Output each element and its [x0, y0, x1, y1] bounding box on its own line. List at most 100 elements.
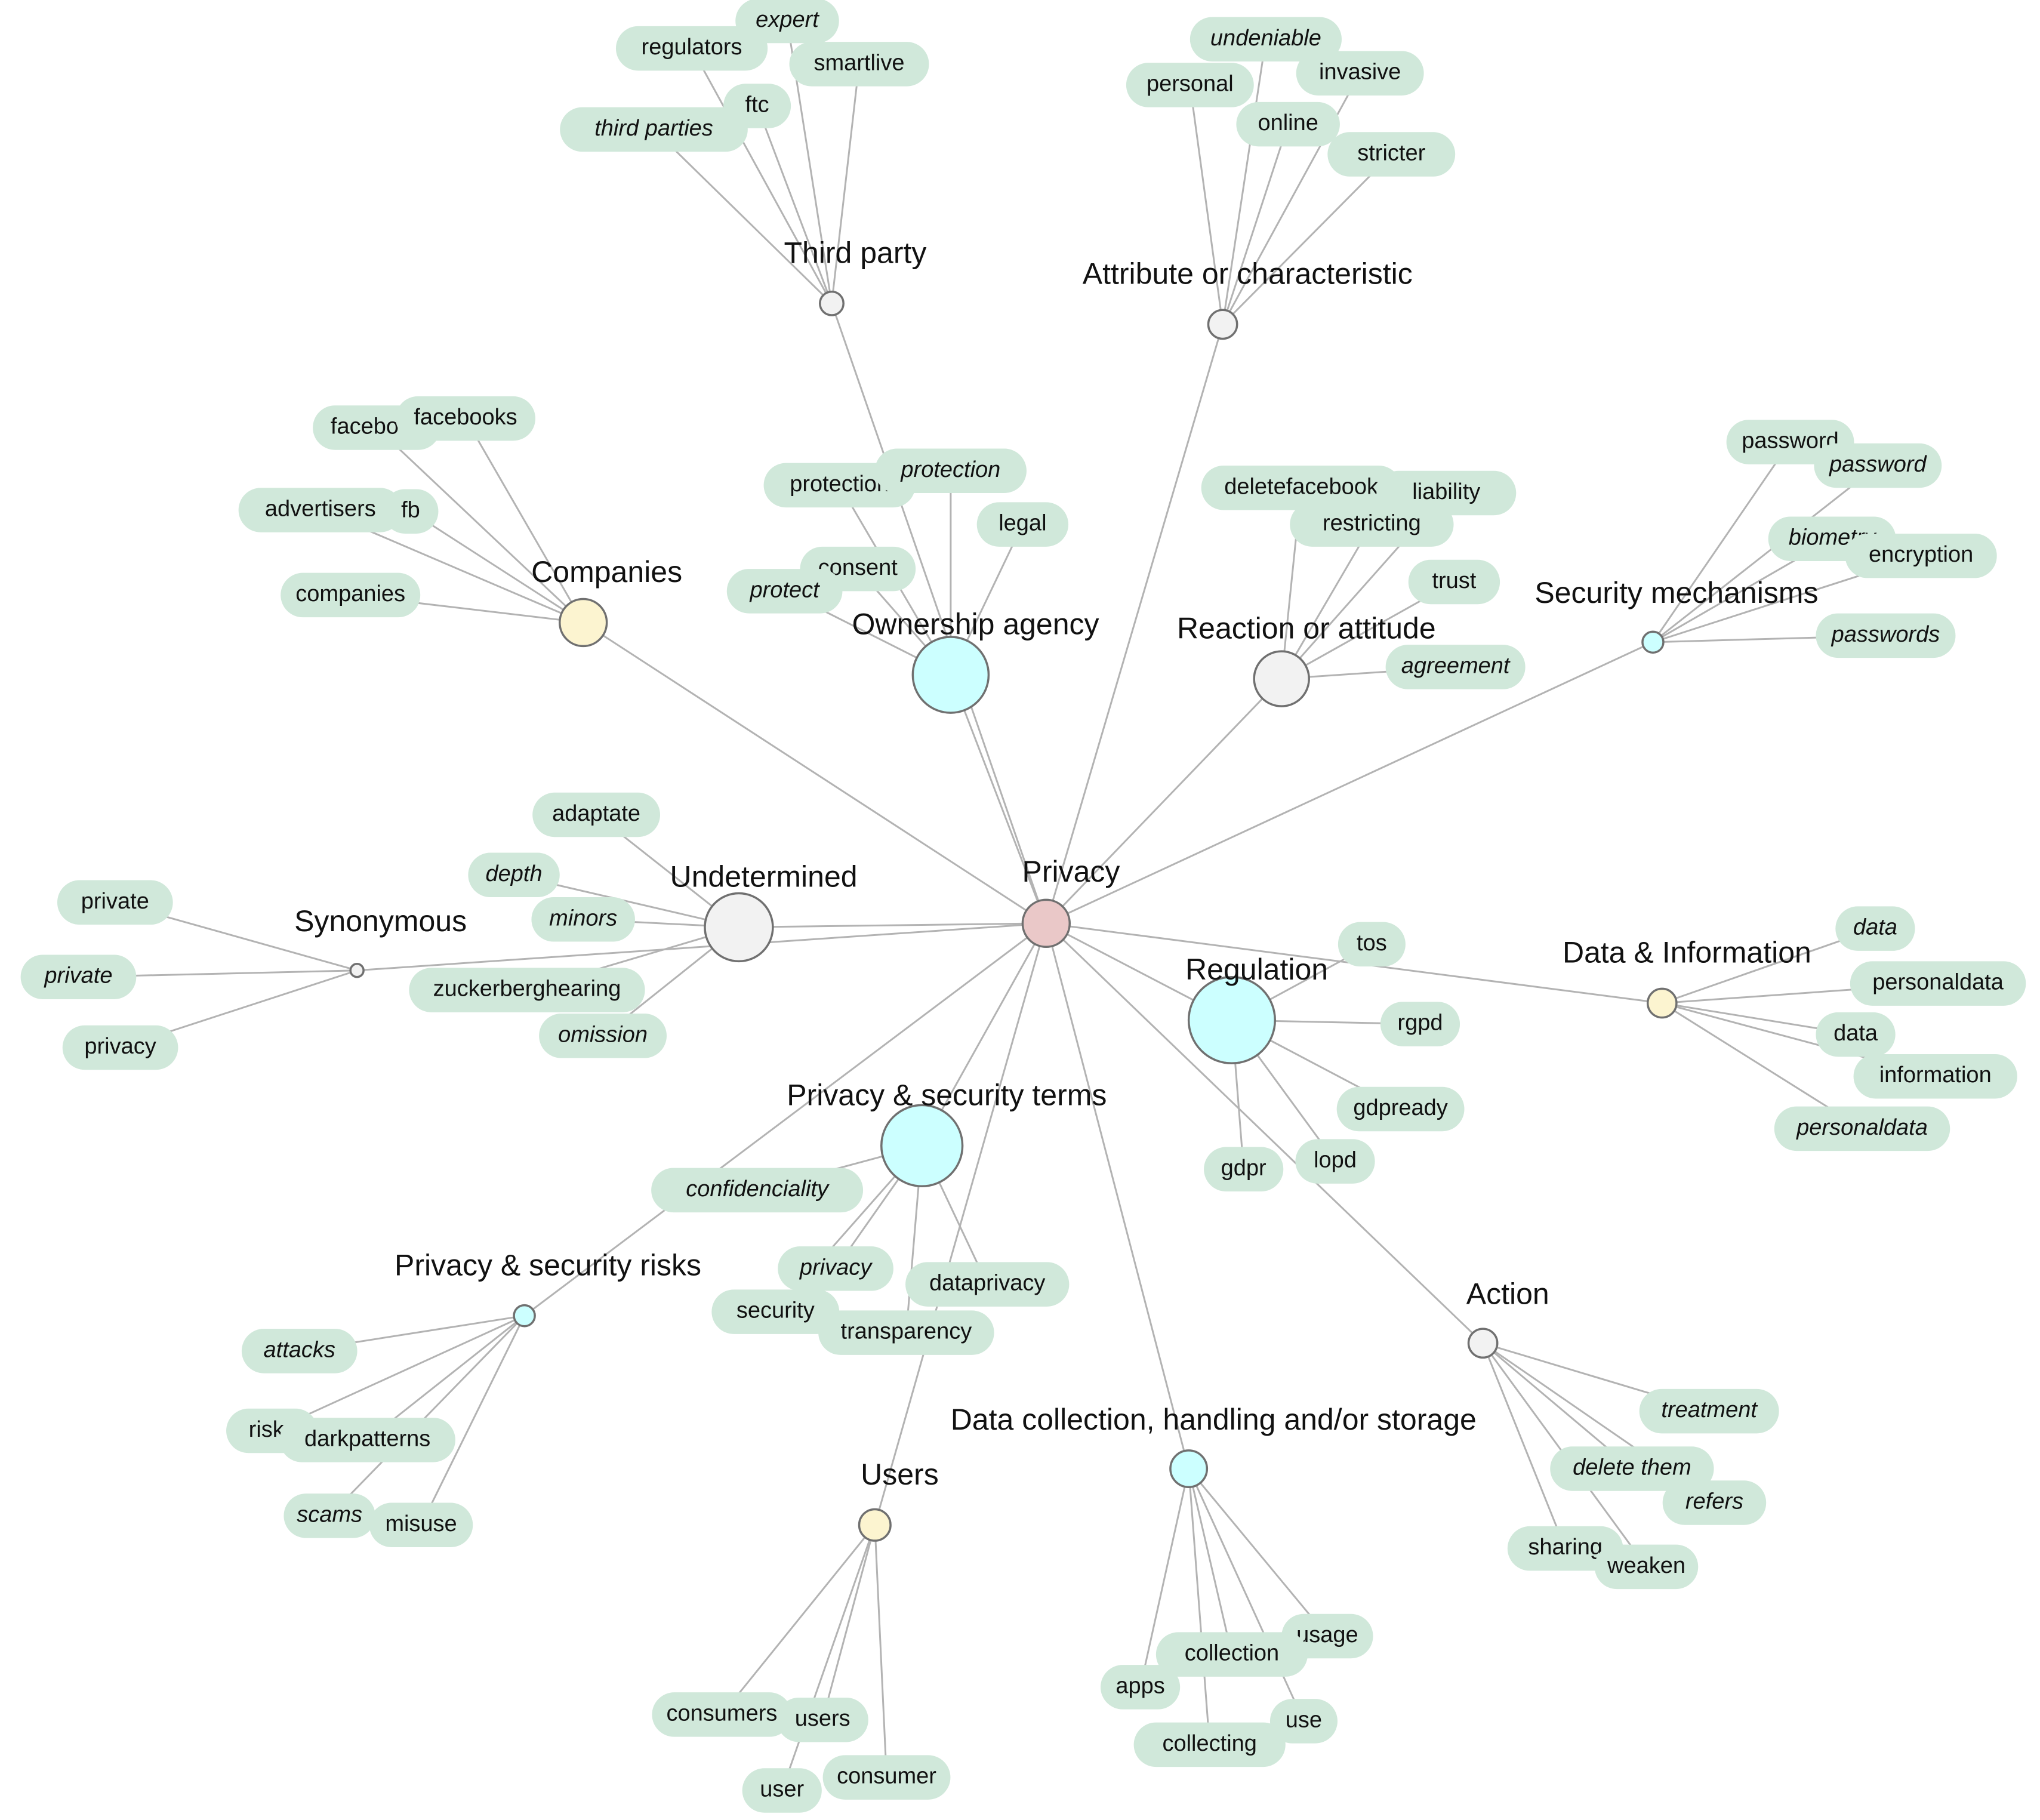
- term-pill: [1204, 1147, 1284, 1192]
- term-node: encryption: [1845, 533, 1997, 578]
- term-label: refers: [1685, 1489, 1743, 1514]
- term-node: gdpready: [1336, 1086, 1465, 1132]
- category-label: Synonymous: [294, 904, 467, 938]
- term-pill: [874, 448, 1027, 494]
- category-label: Users: [861, 1458, 939, 1491]
- term-node: security: [711, 1289, 840, 1334]
- term-pill: [778, 1246, 893, 1291]
- edge-root-category: [1046, 641, 1654, 925]
- term-node: protection: [874, 448, 1027, 494]
- term-label: usage: [1296, 1622, 1358, 1647]
- term-label: legal: [999, 511, 1046, 536]
- category-node: [1646, 987, 1678, 1019]
- term-label: collection: [1185, 1641, 1279, 1666]
- term-node: online: [1236, 101, 1340, 147]
- term-pill: [1814, 443, 1942, 488]
- term-node: omission: [539, 1014, 667, 1058]
- edge-root-category: [950, 675, 1047, 924]
- term-pill: [1190, 17, 1342, 61]
- root-node: [1021, 898, 1071, 949]
- term-pill: [396, 396, 536, 441]
- term-label: consumers: [667, 1701, 778, 1726]
- term-pill: [20, 954, 137, 999]
- term-node: private: [57, 880, 173, 925]
- term-pill: [1338, 922, 1406, 967]
- term-pill: [238, 488, 402, 532]
- term-node: depth: [468, 852, 560, 898]
- term-node: consumer: [822, 1755, 951, 1800]
- term-pill: [62, 1025, 178, 1070]
- term-node: protect: [726, 569, 843, 614]
- term-pill: [1236, 101, 1340, 147]
- category-node: [1207, 309, 1238, 340]
- term-pill: [652, 1692, 792, 1737]
- term-node: adaptate: [532, 792, 661, 837]
- term-node: regulators: [615, 26, 768, 71]
- term-pill: [539, 1014, 667, 1058]
- term-node: advertisers: [238, 488, 402, 532]
- edge-category-term: [781, 1525, 876, 1791]
- edge-category-term: [1222, 39, 1267, 325]
- term-label: encryption: [1869, 542, 1973, 567]
- term-label: private: [81, 889, 149, 914]
- category-label: Attribute or characteristic: [1083, 257, 1413, 291]
- term-node: facebooks: [396, 396, 536, 441]
- term-pill: [1155, 1632, 1308, 1677]
- category-node: [1641, 630, 1665, 654]
- term-node: sharing: [1507, 1526, 1623, 1571]
- term-node: apps: [1100, 1665, 1181, 1710]
- term-node: scams: [283, 1493, 375, 1538]
- term-label: facebooks: [414, 405, 517, 430]
- term-label: private: [44, 963, 112, 988]
- term-label: personaldata: [1796, 1115, 1928, 1140]
- term-pill: [1639, 1388, 1779, 1434]
- term-label: information: [1879, 1063, 1992, 1088]
- term-node: trust: [1408, 559, 1500, 605]
- term-node: restricting: [1290, 502, 1454, 547]
- category-label: Regulation: [1185, 953, 1328, 986]
- term-pill: [976, 502, 1069, 547]
- term-node: invasive: [1296, 51, 1424, 96]
- category-label: Reaction or attitude: [1177, 611, 1436, 645]
- root-label: Privacy: [1022, 855, 1120, 888]
- term-label: data: [1833, 1021, 1878, 1046]
- edge-category-term: [464, 418, 584, 623]
- term-node: collection: [1155, 1632, 1308, 1677]
- term-label: treatment: [1661, 1397, 1758, 1422]
- edge-category-term: [831, 64, 860, 304]
- term-label: sharing: [1528, 1535, 1603, 1560]
- term-node: information: [1853, 1054, 2017, 1099]
- term-node: password: [1814, 443, 1942, 488]
- term-label: advertisers: [265, 497, 376, 522]
- edge-root-category: [831, 303, 1047, 924]
- term-label: stricter: [1357, 141, 1425, 166]
- edge-category-term: [874, 1525, 888, 1778]
- category-node: [1187, 975, 1276, 1065]
- edge-category-term: [1188, 1468, 1305, 1722]
- term-node: fb: [383, 489, 439, 534]
- edge-category-term: [1652, 441, 1791, 643]
- edge-root-category: [583, 621, 1047, 925]
- term-node: collecting: [1133, 1722, 1286, 1767]
- term-pill: [1507, 1526, 1623, 1571]
- term-node: tos: [1338, 922, 1406, 967]
- term-pill: [1853, 1054, 2017, 1099]
- term-pill: [1550, 1446, 1714, 1491]
- term-label: fb: [401, 498, 420, 523]
- edge-category-term: [329, 1315, 525, 1517]
- term-label: dataprivacy: [929, 1271, 1045, 1296]
- edge-category-term: [420, 1315, 525, 1526]
- term-pill: [560, 107, 748, 152]
- term-label: gdpready: [1353, 1095, 1447, 1120]
- edge-root-category: [523, 922, 1047, 1317]
- term-label: confidenciality: [686, 1177, 830, 1202]
- term-pill: [711, 1289, 840, 1334]
- term-pill: [1662, 1480, 1767, 1525]
- category-node: [1467, 1328, 1499, 1359]
- edge-category-term: [410, 510, 584, 624]
- category-node: [858, 1508, 892, 1542]
- term-node: use: [1269, 1699, 1338, 1744]
- term-label: minors: [549, 906, 617, 931]
- term-node: undeniable: [1190, 17, 1342, 61]
